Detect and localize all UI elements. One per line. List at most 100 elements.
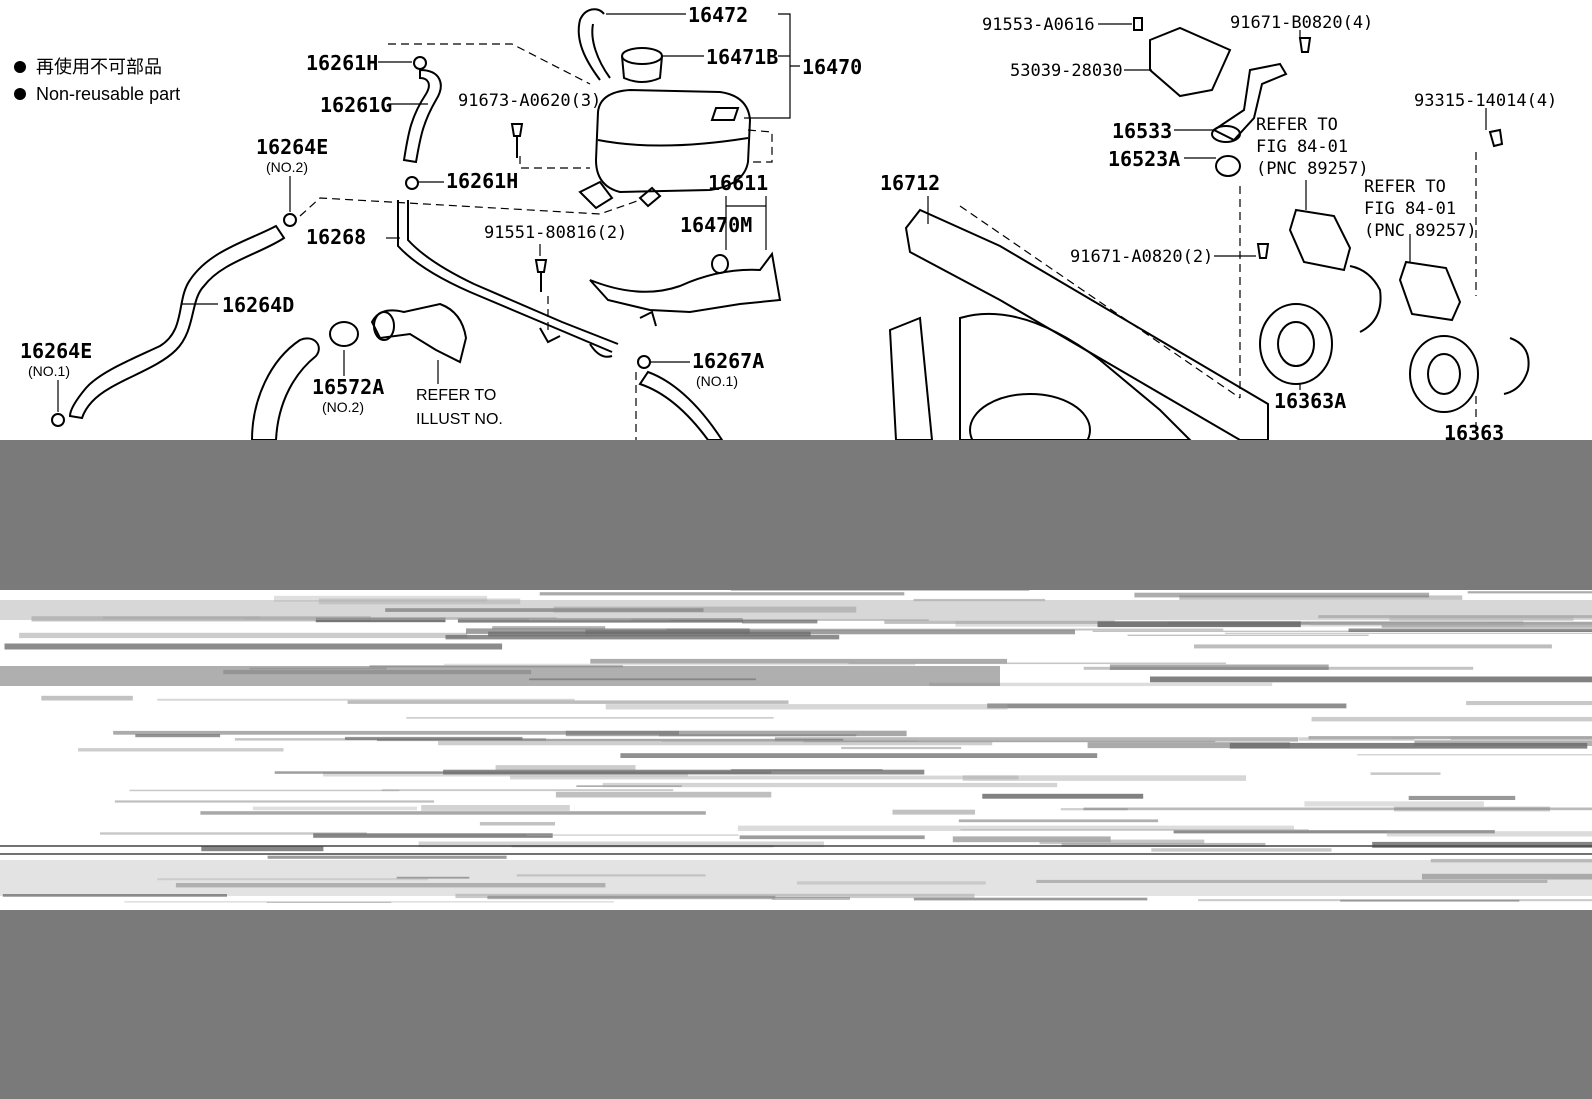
noise-streak [113, 730, 679, 735]
legend: 再使用不可部品 Non-reusable part [14, 57, 180, 104]
noise-streak [1386, 831, 1592, 837]
noise-streak [666, 628, 1224, 631]
noise-streak [492, 626, 606, 630]
noise-streak [175, 883, 606, 888]
part-label-16472: 16472 [688, 3, 748, 27]
noise-streak [1311, 716, 1592, 722]
noise-streak [1372, 841, 1592, 848]
noise-streak [1151, 848, 1332, 852]
part-label-16572a: 16572A [312, 375, 384, 399]
noise-streak [381, 789, 674, 792]
noise-streak [1087, 742, 1290, 749]
part-sublabel-no2: (NO.2) [266, 159, 308, 175]
noise-streak [1394, 806, 1550, 812]
noise-streak [2, 894, 227, 897]
noise-streak [730, 590, 1030, 591]
part-label-53039: 53039-28030 [1010, 61, 1123, 81]
part-label-91673: 91673-A0620(3) [458, 91, 601, 111]
noise-streak [1357, 754, 1592, 756]
part-label-91553: 91553-A0616 [982, 15, 1095, 35]
noise-streak [377, 738, 844, 742]
part-label-93315: 93315-14014(4) [1414, 91, 1557, 111]
noise-streak [987, 703, 1347, 709]
noise-streak [1083, 666, 1474, 670]
noise-streak [1060, 808, 1128, 811]
leader-lines [57, 13, 1487, 412]
noise-streak [78, 748, 284, 752]
noise-streak [958, 819, 1159, 823]
noise-streak [1466, 701, 1592, 706]
noise-streak [466, 628, 750, 634]
noise-streak [737, 825, 1294, 831]
noise-streak [1173, 830, 1495, 834]
noise-streak [488, 631, 811, 637]
noise-streak [510, 775, 1019, 780]
refer-illust-line2: ILLUST NO. [416, 411, 503, 428]
part-label-16261h-mid: 16261H [446, 169, 518, 193]
noise-streak [739, 835, 925, 840]
noise-streak [1150, 676, 1592, 683]
part-label-91671-b: 91671-B0820(4) [1230, 13, 1373, 33]
noise-streak [803, 740, 1216, 743]
part-label-16471b: 16471B [706, 45, 778, 69]
noise-streak [1229, 742, 1588, 749]
noise-streak [1392, 737, 1592, 739]
noise-streak [438, 740, 993, 746]
reservoir-tank-drawing [577, 8, 782, 327]
noise-streak [1061, 842, 1266, 847]
part-label-16712: 16712 [880, 171, 940, 195]
part-labels: 16472 16471B 16470 16261H 16261G 91673-A… [20, 3, 1557, 445]
noise-streak [1467, 591, 1592, 594]
noise-streak [1134, 592, 1430, 598]
refer-fig2-line3: (PNC 89257) [1364, 221, 1477, 241]
noise-streak [1298, 737, 1415, 741]
noise-streak [841, 746, 962, 750]
noise-streak [585, 629, 1075, 635]
noise-streak [100, 832, 367, 835]
part-label-16523a: 16523A [1108, 147, 1180, 171]
part-label-16261h-top: 16261H [306, 51, 378, 75]
noise-streak [884, 620, 1115, 624]
noise-streak [200, 811, 706, 815]
legend-bullet-icon [14, 61, 26, 73]
noise-streak [771, 897, 850, 900]
noise-streak [539, 592, 905, 596]
part-label-16264e-no2: 16264E [256, 135, 328, 159]
noise-streak [1408, 795, 1516, 800]
reference-notes: REFER TO ILLUST NO. REFER TO FIG 84-01 (… [416, 115, 1477, 428]
noise-streak [1430, 858, 1592, 863]
part-sublabel-16267a: (NO.1) [696, 373, 738, 389]
refer-fig1-line2: FIG 84-01 [1256, 137, 1348, 157]
noise-streak [960, 829, 1309, 831]
noise-streak [1039, 839, 1205, 845]
noise-streak [952, 836, 1111, 843]
noise-streak [421, 805, 570, 811]
part-sublabel-no1: (NO.1) [28, 363, 70, 379]
noise-streak [347, 700, 789, 704]
noise-streak [929, 682, 1273, 687]
noise-streak [274, 771, 772, 774]
noise-streak [1381, 622, 1592, 628]
noise-streak [565, 730, 907, 737]
part-label-16268: 16268 [306, 225, 366, 249]
part-label-16533: 16533 [1112, 119, 1172, 143]
noise-streak [1422, 873, 1592, 880]
noise-streak [1224, 632, 1592, 634]
noise-streak [406, 717, 774, 719]
noise-streak [1304, 801, 1484, 807]
noise-streak [1109, 664, 1329, 670]
noise-streak [962, 775, 1246, 781]
noise-streak [1083, 807, 1592, 811]
noise-streak [555, 791, 772, 798]
noise-streak [313, 833, 553, 838]
noise-streak [41, 695, 133, 701]
radiator-hoses-drawing [51, 56, 724, 441]
noise-streak [418, 841, 824, 848]
noise-streak [19, 632, 468, 639]
fan-shroud-drawing [888, 17, 1530, 467]
refer-fig1-line1: REFER TO [1256, 115, 1338, 135]
noise-streak [1348, 628, 1592, 632]
noise-streak [345, 736, 523, 740]
noise-streak [620, 753, 1098, 758]
